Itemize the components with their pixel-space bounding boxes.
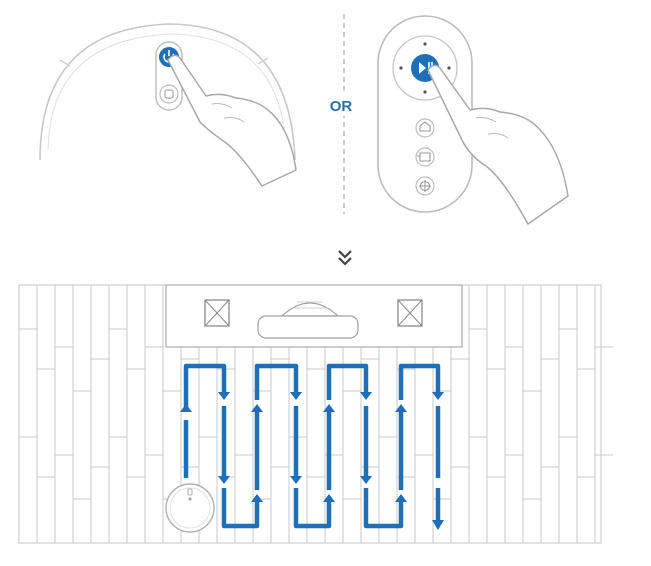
cleaning-path: [180, 363, 444, 530]
armchair-icon: [204, 299, 230, 327]
floor-plan: [18, 284, 613, 544]
remote-spot-button-icon[interactable]: [415, 176, 435, 196]
double-chevron-down-icon: [338, 250, 352, 266]
remote-finger-press-icon: [427, 64, 569, 225]
remote-home-button-icon[interactable]: [415, 118, 435, 138]
floor-planks: [19, 285, 613, 543]
remote-edge-button-icon[interactable]: [415, 147, 435, 167]
finger-press-icon: [167, 54, 297, 187]
home-button-icon[interactable]: [159, 84, 179, 104]
or-label: OR: [330, 98, 353, 115]
robot-vacuum-icon: [165, 483, 215, 533]
robot-top-view: [39, 23, 297, 187]
armchair-icon-right: [397, 299, 423, 327]
remote-control: [377, 15, 569, 225]
coffee-table: [257, 301, 359, 339]
